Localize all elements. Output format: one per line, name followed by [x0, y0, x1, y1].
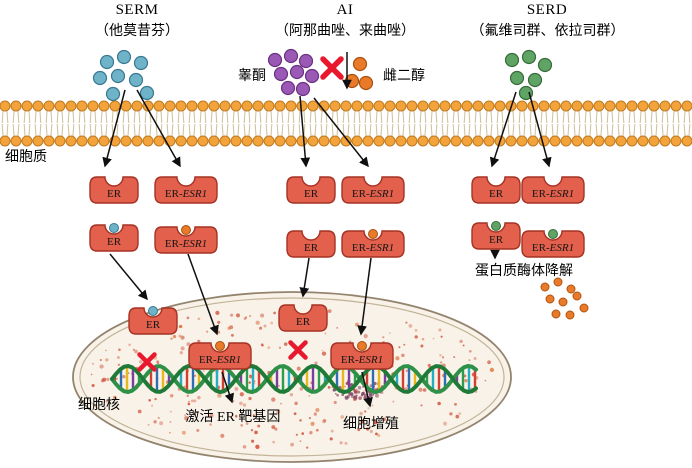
nucleus-label: 细胞核 [78, 398, 120, 413]
estradiol-label: 雌二醇 [383, 69, 425, 84]
serd-drugs-label: （氟维司群、依拉司群） [470, 24, 625, 39]
cytoplasm-label: 细胞质 [5, 150, 47, 165]
cell-proliferation-label: 细胞增殖 [343, 417, 399, 432]
molecule-clusters [92, 48, 553, 102]
activate-er-target-genes-label: 激活 ER 靶基因 [185, 410, 281, 425]
inhibition-x-marks [137, 56, 344, 372]
dna-helix [110, 363, 478, 395]
serm-drugs-label: （他莫昔芬） [95, 24, 179, 39]
serd-title: SERD [526, 2, 568, 18]
testosterone-label: 睾酮 [238, 69, 266, 84]
proteasome-degradation-label: 蛋白质酶体降解 [475, 264, 573, 279]
ai-drugs-label: （阿那曲唑、来曲唑） [275, 24, 415, 39]
ai-title: AI [336, 2, 354, 18]
cell-membrane [0, 100, 692, 147]
serm-title: SERM [115, 2, 159, 18]
degraded-protein-dots [540, 277, 589, 320]
pathway-arrows [102, 52, 552, 408]
cell-nucleus [72, 291, 512, 463]
nucleus-outer-border [72, 291, 512, 463]
nucleus-inner-border [79, 297, 505, 457]
